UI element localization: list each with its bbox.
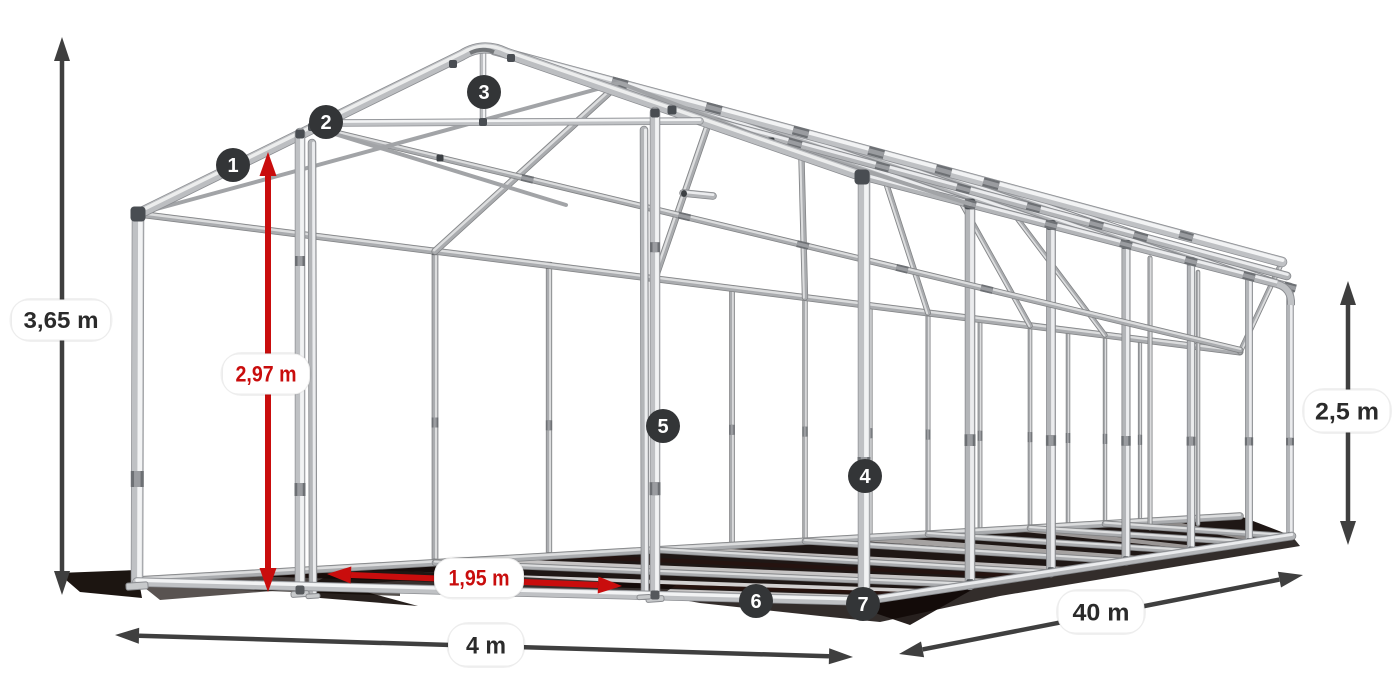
svg-text:7: 7 [857, 594, 868, 616]
svg-text:4: 4 [859, 466, 871, 488]
svg-text:2,97 m: 2,97 m [236, 362, 297, 387]
svg-text:2,5 m: 2,5 m [1315, 398, 1379, 425]
svg-text:1: 1 [227, 155, 238, 177]
svg-text:2: 2 [320, 112, 331, 134]
svg-text:3: 3 [478, 82, 489, 104]
svg-text:5: 5 [657, 416, 668, 438]
svg-text:6: 6 [750, 591, 761, 613]
svg-text:3,65 m: 3,65 m [24, 307, 99, 333]
svg-text:4 m: 4 m [466, 632, 506, 659]
svg-text:40 m: 40 m [1073, 599, 1130, 626]
svg-text:1,95 m: 1,95 m [449, 566, 510, 591]
